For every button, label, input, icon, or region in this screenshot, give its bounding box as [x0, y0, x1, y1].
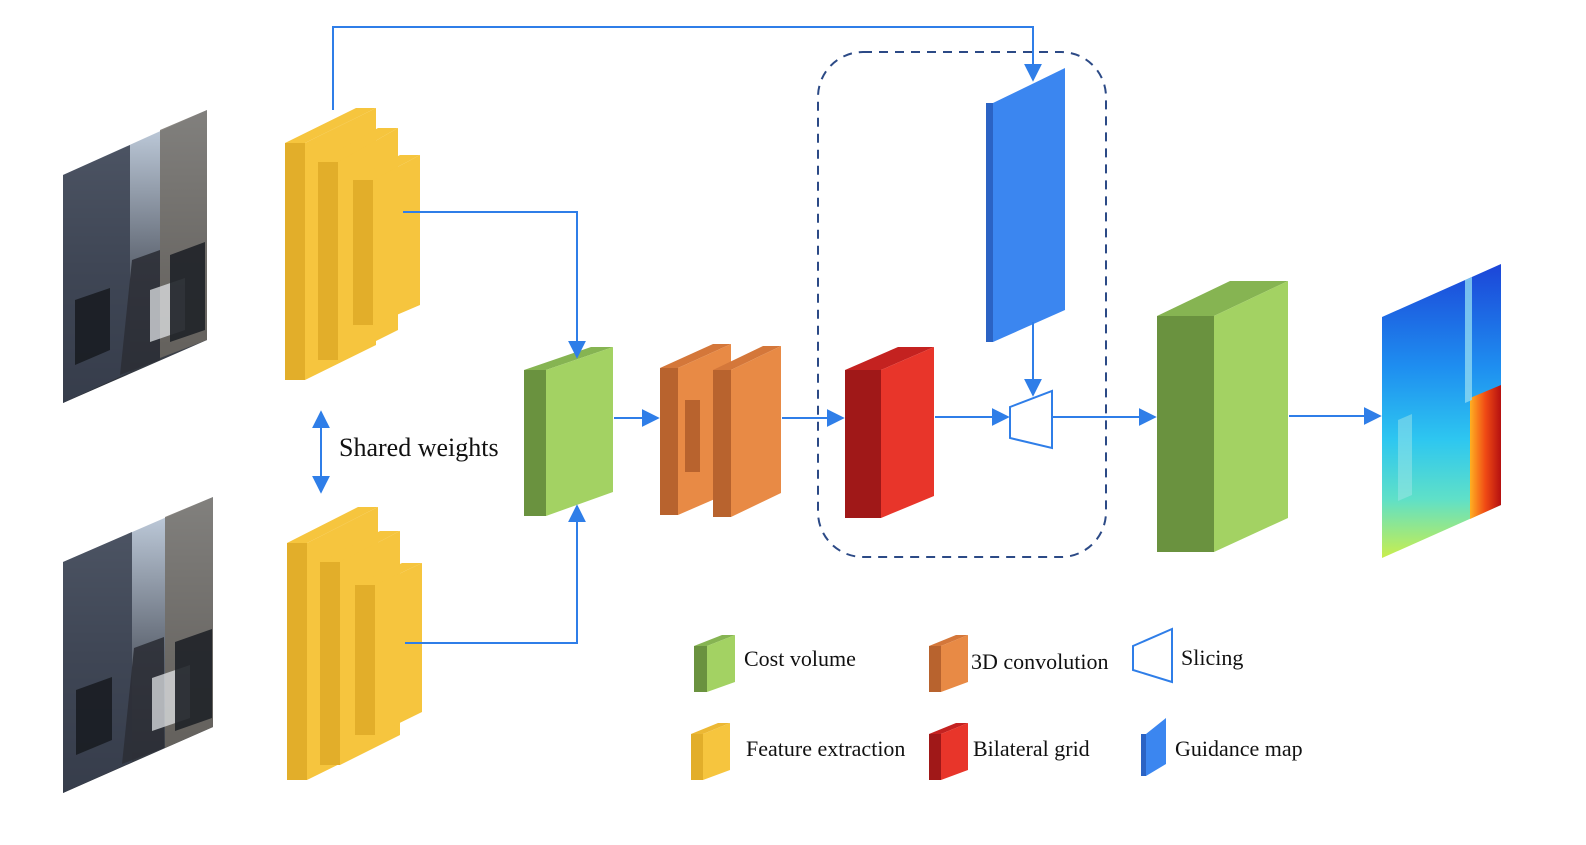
legend-cost-volume-label: Cost volume [744, 646, 856, 671]
legend-guidance-map-label: Guidance map [1175, 736, 1303, 761]
cost-volume-block [524, 347, 613, 516]
legend-slicing-icon [1132, 627, 1173, 684]
legend-conv3d-label: 3D convolution [971, 649, 1109, 674]
legend-bilateral-grid-label: Bilateral grid [973, 736, 1090, 761]
arrow-top-skip [332, 26, 1042, 110]
input-image-right [63, 497, 213, 793]
conv3d-block [660, 344, 781, 517]
output-volume-block [1157, 281, 1288, 552]
arrow-top-to-cost [403, 211, 586, 359]
legend-slicing: Slicing [1132, 627, 1243, 684]
guidance-map-block [986, 68, 1065, 342]
legend-conv3d: 3D convolution [929, 635, 1109, 692]
dashed-group-box [817, 51, 1107, 558]
shared-weights-label: Shared weights [339, 433, 499, 462]
legend-feature-extraction-label: Feature extraction [746, 736, 905, 761]
bilateral-grid-block [845, 347, 934, 518]
legend-feature-extraction: Feature extraction [691, 723, 905, 780]
legend-slicing-label: Slicing [1181, 645, 1243, 670]
input-image-left [63, 110, 207, 403]
slicing-op [1009, 389, 1053, 450]
legend: Cost volume 3D convolution Slicing Featu… [691, 627, 1303, 780]
disparity-map-output [1382, 264, 1501, 558]
feature-extraction-top [285, 108, 420, 380]
legend-bilateral-grid: Bilateral grid [929, 723, 1090, 780]
legend-guidance-map: Guidance map [1141, 718, 1303, 776]
legend-cost-volume: Cost volume [694, 635, 856, 692]
arrow-bottom-to-cost [405, 504, 586, 644]
feature-extraction-bottom [287, 507, 422, 780]
arrows [332, 26, 1382, 644]
